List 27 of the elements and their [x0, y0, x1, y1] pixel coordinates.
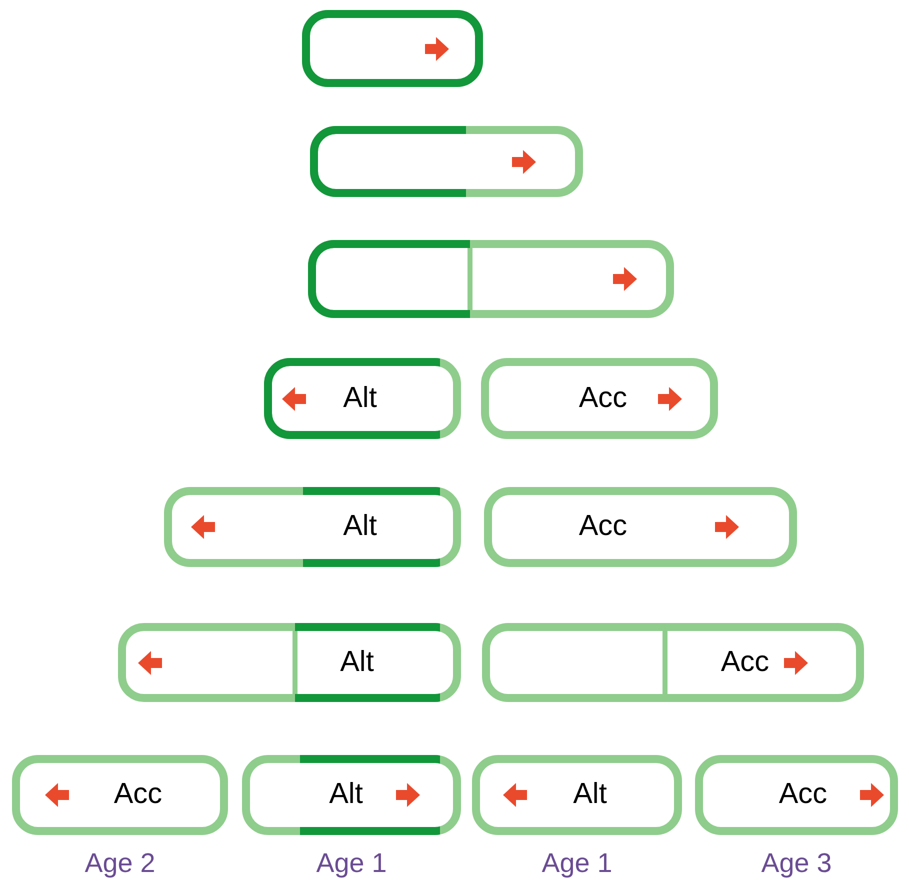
cell-capsule — [308, 240, 674, 318]
cell-capsule — [482, 623, 864, 702]
cell-capsule — [484, 487, 797, 567]
cell-label: Alt — [340, 648, 374, 676]
cell-capsule — [242, 755, 461, 835]
cell-capsule — [264, 358, 461, 439]
cell-label: Alt — [573, 780, 607, 809]
cell-label: Acc — [720, 648, 770, 676]
cell-label: Acc — [114, 780, 162, 809]
cell-capsule — [481, 358, 718, 439]
cell-capsule — [164, 487, 461, 567]
age-label: Age 2 — [84, 850, 156, 877]
cell-capsule — [310, 126, 583, 197]
cell-label: Alt — [343, 384, 377, 412]
cell-capsule — [695, 755, 898, 835]
age-label: Age 3 — [761, 850, 832, 877]
cell-capsule — [12, 755, 228, 835]
cell-label: Acc — [778, 780, 828, 809]
cell-label: Alt — [343, 512, 377, 541]
age-label: Age 1 — [542, 850, 612, 877]
cell-label: Acc — [578, 512, 628, 541]
cell-label: Alt — [329, 780, 363, 809]
cell-capsule — [472, 755, 682, 835]
cell-capsule — [302, 10, 483, 87]
cell-capsule — [118, 623, 461, 702]
age-label: Age 1 — [316, 850, 387, 877]
cell-label: Acc — [578, 384, 628, 412]
